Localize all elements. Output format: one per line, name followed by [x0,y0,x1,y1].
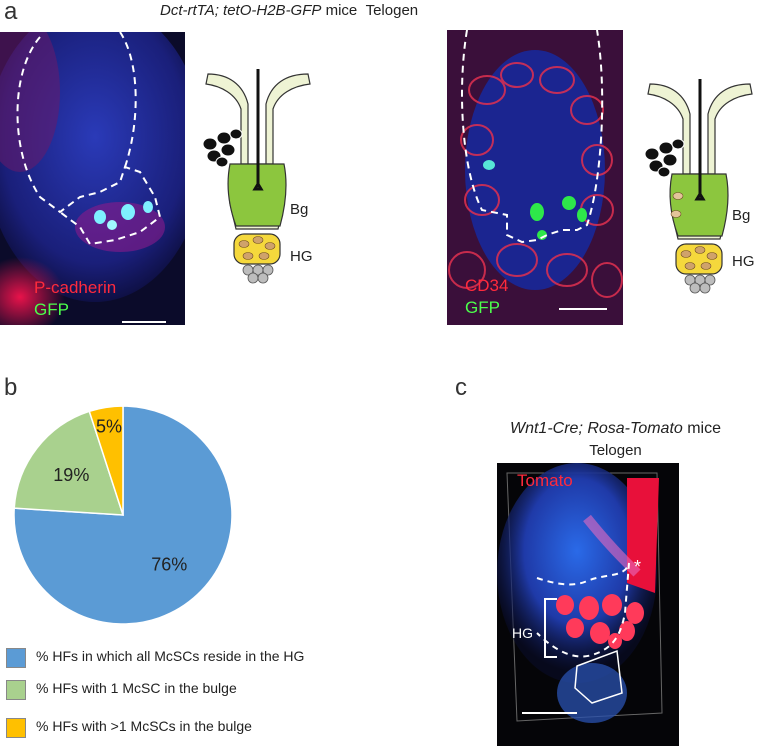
pcadherin-label: P-cadherin [34,278,117,297]
pie-slice-label: 19% [53,465,89,485]
pie-slice-label: 76% [151,554,187,574]
hg-label-left: HG [290,248,313,265]
legend-swatch-hg [6,648,26,668]
tomato-image: * [497,463,663,723]
panel-a-title-mice: mice [321,2,358,19]
panel-a-title-genotype: Dct-rtTA; tetO-H2B-GFP [160,2,322,19]
bulge-label-left: Bg [290,201,308,218]
bulge-label-right: Bg [732,207,750,224]
pie-slice [13,405,233,625]
panel-a-letter: a [4,0,18,25]
hair-follicle-diagram-left: Bg HG [202,69,313,284]
panel-c-stage: Telogen [589,442,642,459]
legend-swatch-one-bulge [6,680,26,700]
mcsc-pie-chart: 76% 19% 5% [13,405,233,625]
cd34-label: CD34 [465,276,509,295]
legend-swatch-multi-bulge [6,718,26,738]
cd34-gfp-micrograph: CD34 GFP [447,30,623,325]
panel-c-letter: c [455,374,467,401]
asterisk-marker: * [634,557,641,577]
pcadherin-gfp-image [0,32,185,325]
legend-label-hg: % HFs in which all McSCs reside in the H… [36,648,305,664]
gfp-label-right: GFP [465,298,500,317]
legend-label-multi-bulge: % HFs with >1 McSCs in the bulge [36,718,252,734]
pcadherin-gfp-micrograph: P-cadherin GFP [0,32,185,325]
tomato-micrograph: * Tomato HG [497,463,679,746]
legend-item: % HFs with 1 McSC in the bulge [6,680,306,700]
legend-item: % HFs in which all McSCs reside in the H… [6,648,306,668]
legend-label-one-bulge: % HFs with 1 McSC in the bulge [36,680,237,696]
hg-label-c: HG [512,625,533,641]
hair-follicle-diagram-right: Bg HG [644,79,755,294]
hg-label-right: HG [732,253,755,270]
panel-c-title: Wnt1-Cre; Rosa-Tomato mice [456,420,775,438]
cd34-gfp-image [447,30,623,325]
panel-c-title-genotype: Wnt1-Cre; Rosa-Tomato [509,420,683,437]
pie-legend: % HFs in which all McSCs reside in the H… [6,648,306,738]
pie-slice-label: 5% [96,417,122,437]
panel-a-title: Dct-rtTA; tetO-H2B-GFP mice Telogen [160,2,418,19]
tomato-label: Tomato [517,471,573,490]
panel-c-title-mice: mice [682,420,722,437]
gfp-label-left: GFP [34,300,69,319]
panel-b-letter: b [4,374,18,401]
legend-item: % HFs with >1 McSCs in the bulge [6,718,306,738]
pie-slice [88,405,124,516]
panel-a-title-stage: Telogen [365,2,419,19]
pie-slice [13,410,125,516]
